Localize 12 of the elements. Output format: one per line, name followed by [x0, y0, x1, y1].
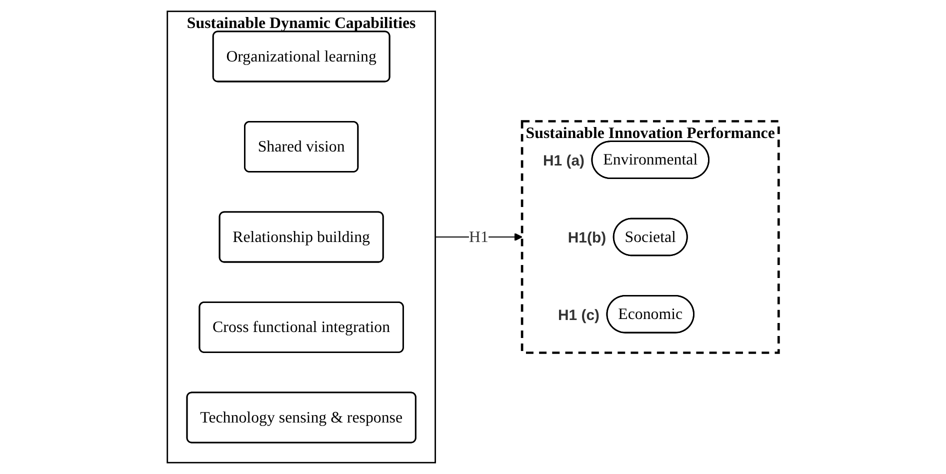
- ellipse-node: Environmental: [591, 140, 710, 179]
- ellipse-node: Societal: [612, 218, 688, 256]
- ellipse-node: Economic: [606, 294, 694, 334]
- rounded-box: Relationship building: [218, 211, 384, 263]
- edge-label: H1: [468, 228, 488, 246]
- rounded-box: Technology sensing & response: [186, 392, 416, 444]
- hypothesis-label: H1 (a): [542, 152, 584, 170]
- rounded-box: Organizational learning: [212, 30, 390, 82]
- hypothesis-label: H1 (c): [558, 306, 600, 324]
- rounded-box: Shared vision: [244, 121, 359, 172]
- hypothesis-label: H1(b): [568, 230, 606, 247]
- rounded-box: Cross functional integration: [198, 302, 404, 353]
